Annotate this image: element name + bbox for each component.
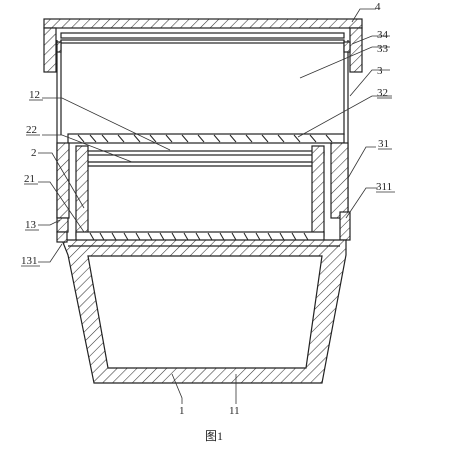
label-22: 22 [26, 124, 37, 136]
leader-lines [38, 8, 392, 404]
lower-vessel [56, 217, 347, 384]
label-underlines [21, 97, 395, 267]
label-131: 131 [21, 255, 38, 267]
label-13: 13 [25, 219, 37, 231]
perforated-plate-upper [77, 134, 333, 143]
label-31: 31 [378, 138, 389, 150]
label-11: 11 [229, 405, 240, 417]
figure-caption: 图1 [205, 429, 223, 443]
upper-container [56, 32, 351, 241]
label-33: 33 [377, 43, 389, 55]
label-3: 3 [377, 65, 383, 77]
label-21: 21 [24, 173, 35, 185]
middle-container [75, 145, 325, 242]
label-1: 1 [179, 405, 185, 417]
lid [43, 18, 363, 73]
label-34: 34 [377, 29, 389, 41]
label-311: 311 [376, 181, 392, 193]
reference-labels: 4 34 33 3 32 12 22 2 31 21 311 13 131 1 … [21, 1, 392, 417]
perforated-plate-middle [89, 232, 309, 241]
label-12: 12 [29, 89, 40, 101]
label-32: 32 [377, 87, 388, 99]
label-4: 4 [375, 1, 381, 13]
label-2: 2 [31, 147, 37, 159]
